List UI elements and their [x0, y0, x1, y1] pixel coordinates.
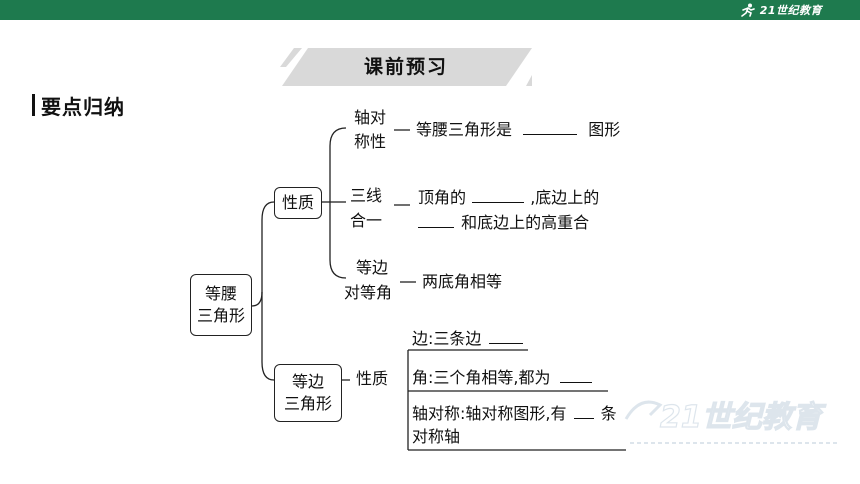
symmetry-text-a: 轴对称:轴对称图形,有 [412, 404, 567, 423]
watermark-logo: 21世纪教育 [620, 385, 850, 455]
properties-label: 性质 [281, 193, 314, 212]
axis-text-b: 图形 [588, 120, 621, 139]
equal-angles-label-2: 对等角 [344, 283, 393, 302]
three-line-text-a: 顶角的 [418, 188, 467, 207]
three-line-label-1: 三线 [350, 186, 383, 205]
symmetry-statement-1: 轴对称:轴对称图形,有 条 [412, 402, 617, 424]
three-line-text-b: ,底边上的 [530, 188, 600, 207]
sides-statement: 边:三条边 [412, 327, 523, 349]
equilateral-line1: 等边 [291, 372, 324, 391]
section-heading: 要点归纳 [32, 92, 125, 119]
properties-node: 性质 [274, 187, 322, 219]
axis-label-2: 称性 [354, 132, 387, 151]
angles-statement: 角:三个角相等,都为 [412, 366, 592, 388]
three-line-statement-1: 顶角的 ,底边上的 [418, 186, 599, 208]
three-line-label-2: 合一 [350, 211, 383, 230]
equilateral-line2: 三角形 [283, 394, 332, 413]
angles-text: 角:三个角相等,都为 [412, 368, 551, 387]
fill-blank [573, 402, 594, 419]
fill-blank [472, 186, 525, 203]
fill-blank [418, 211, 454, 228]
root-label-line1: 等腰 [204, 284, 237, 303]
runner-icon [740, 3, 755, 17]
watermark-text: 21世纪教育 [660, 400, 827, 435]
section-title: 要点归纳 [41, 94, 125, 119]
equal-angles-label-1: 等边 [356, 258, 389, 277]
watermark-graphic: 21世纪教育 [624, 399, 840, 444]
banner-shape [280, 48, 532, 86]
section-marker [32, 94, 35, 116]
symmetry-statement-2: 对称轴 [412, 427, 461, 446]
symmetry-text-b: 条 [600, 404, 617, 423]
axis-statement: 等腰三角形是 图形 [416, 118, 620, 140]
fill-blank [523, 118, 578, 135]
fill-blank [559, 366, 592, 383]
site-logo: 21世纪教育 [740, 2, 822, 18]
axis-label-1: 轴对 [354, 108, 387, 127]
root-label-line2: 三角形 [196, 306, 245, 325]
lesson-banner: 课前预习 [280, 47, 532, 87]
equal-angles-statement: 两底角相等 [422, 272, 503, 291]
top-header-bar: 21世纪教育 [0, 0, 860, 20]
equilateral-node: 等边 三角形 [274, 364, 342, 422]
axis-text-a: 等腰三角形是 [416, 120, 513, 139]
root-node-isosceles: 等腰 三角形 [190, 274, 252, 336]
three-line-text-c: 和底边上的高重合 [461, 213, 590, 232]
banner-title: 课前预习 [363, 56, 448, 78]
three-line-statement-2: 和底边上的高重合 [418, 211, 589, 233]
logo-text: 21世纪教育 [759, 4, 822, 17]
equilateral-properties-label: 性质 [356, 369, 389, 388]
sides-text: 边:三条边 [412, 329, 482, 348]
fill-blank [488, 327, 523, 344]
